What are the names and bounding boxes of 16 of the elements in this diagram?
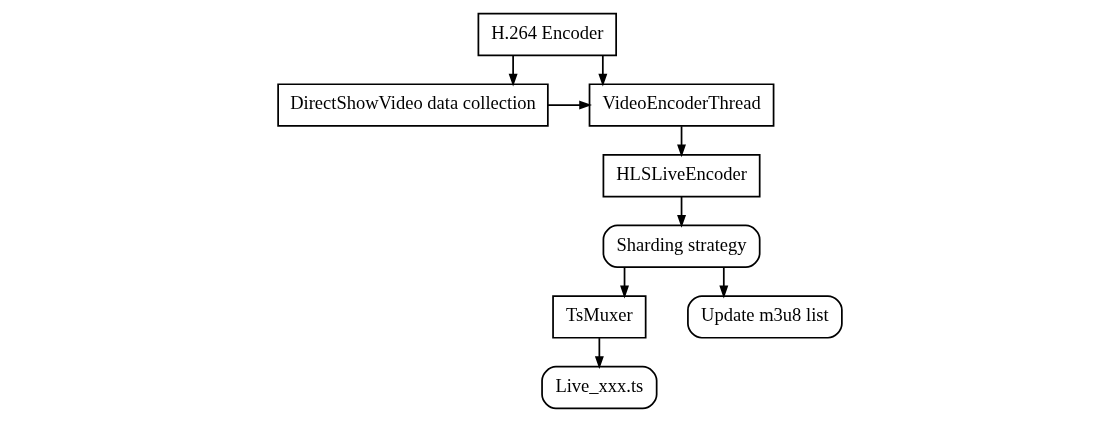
arrow (676, 195, 686, 228)
arrow (508, 54, 518, 87)
node-box: TsMuxer (551, 294, 647, 339)
node-box: DirectShowVideo data collection (276, 82, 549, 127)
arrow (597, 54, 607, 87)
node-box: Live_xxx.ts (540, 365, 658, 409)
arrow (594, 336, 604, 369)
arrow (619, 266, 629, 298)
node-box: HLSLiveEncoder (602, 153, 761, 197)
node-box: VideoEncoderThread (588, 82, 774, 127)
node-box: H.264 Encoder (477, 12, 617, 56)
arrow (718, 266, 728, 298)
arrow (546, 100, 592, 110)
node-box: Sharding strategy (602, 224, 761, 268)
node-box: Update m3u8 list (686, 294, 843, 339)
arrow (676, 124, 686, 157)
